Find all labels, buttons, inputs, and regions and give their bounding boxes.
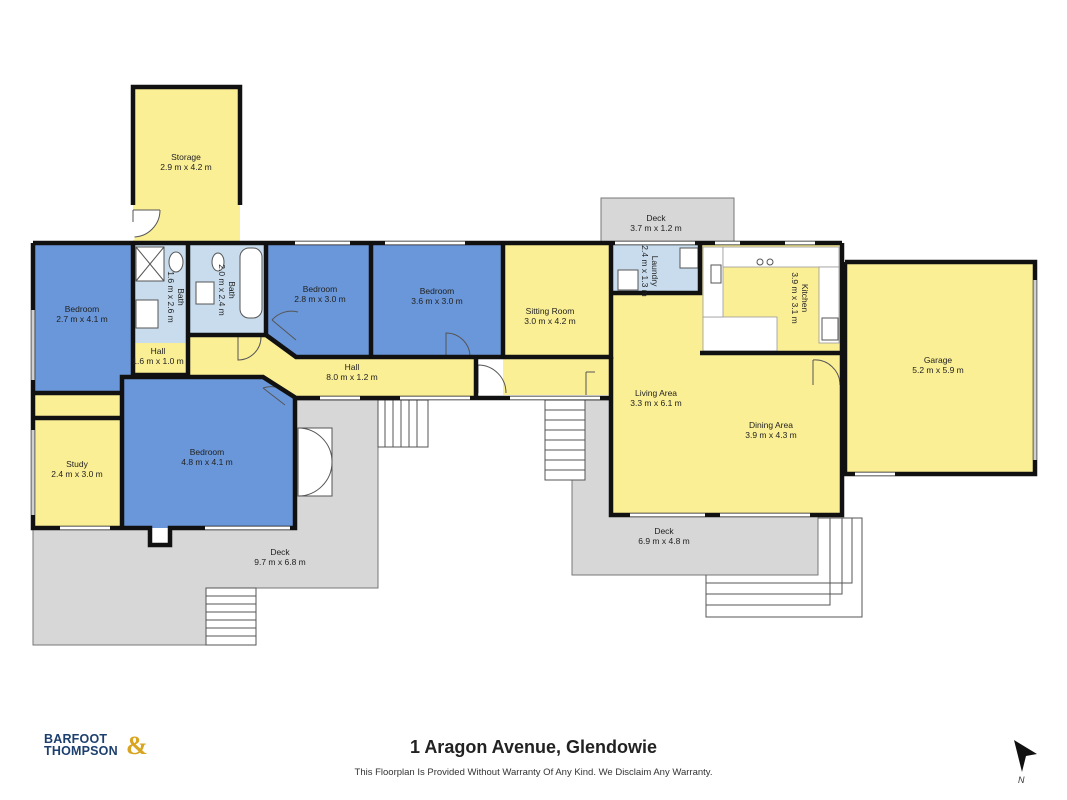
study-fill bbox=[33, 393, 121, 528]
deck-left-dims: 9.7 m x 6.8 m bbox=[254, 557, 306, 567]
bedroom-2-fill bbox=[268, 243, 371, 355]
bath-1-dims: 1.6 m x 2.6 m bbox=[166, 271, 176, 323]
bedroom-3-fill bbox=[373, 243, 503, 355]
bath-1-name: Bath bbox=[176, 288, 186, 306]
hall-small-fill bbox=[133, 343, 190, 375]
deck-mid-stairs bbox=[377, 399, 429, 448]
bedroom-3-dims: 3.6 m x 3.0 m bbox=[411, 296, 463, 306]
bedroom-2-name: Bedroom bbox=[303, 284, 338, 294]
bedroom-1-fill bbox=[33, 243, 131, 393]
bedroom-2-dims: 2.8 m x 3.0 m bbox=[294, 294, 346, 304]
dining-area-dims: 3.9 m x 4.3 m bbox=[745, 430, 797, 440]
study-name: Study bbox=[66, 459, 88, 469]
living-area-name: Living Area bbox=[635, 388, 677, 398]
sitting-room-dims: 3.0 m x 4.2 m bbox=[524, 316, 576, 326]
living-dining-fill bbox=[613, 243, 842, 515]
kitchen-name: Kitchen bbox=[800, 284, 810, 313]
deck-left-name: Deck bbox=[270, 547, 290, 557]
bedroom-4-fill bbox=[123, 377, 295, 528]
bath-2-dims: 2.0 m x 2.4 m bbox=[217, 264, 227, 316]
garage-dims: 5.2 m x 5.9 m bbox=[912, 365, 964, 375]
north-arrow-icon: N bbox=[1014, 740, 1037, 785]
room-labels: Storage 2.9 m x 4.2 m Deck 3.7 m x 1.2 m… bbox=[51, 152, 964, 567]
brand-logo: BARFOOT THOMPSON & bbox=[44, 731, 164, 763]
dining-area-name: Dining Area bbox=[749, 420, 793, 430]
deck-top-area bbox=[600, 197, 735, 243]
deck-top-name: Deck bbox=[646, 213, 666, 223]
logo-ampersand: & bbox=[126, 731, 148, 760]
bath-2-name: Bath bbox=[227, 281, 237, 299]
logo-line-1: BARFOOT bbox=[44, 732, 108, 746]
bedroom-1-dims: 2.7 m x 4.1 m bbox=[56, 314, 108, 324]
door-swings bbox=[132, 209, 841, 406]
laundry-name: Laundry bbox=[650, 256, 660, 287]
deck-right-stairs bbox=[544, 399, 586, 481]
deck-top-dims: 3.7 m x 1.2 m bbox=[630, 223, 682, 233]
hall-main-dims: 8.0 m x 1.2 m bbox=[326, 372, 378, 382]
hall-main-fill bbox=[190, 335, 476, 397]
disclaimer-text: This Floorplan Is Provided Without Warra… bbox=[354, 767, 713, 778]
hall-small-dims: 1.6 m x 1.0 m bbox=[132, 356, 184, 366]
storage-name: Storage bbox=[171, 152, 201, 162]
bedroom-4-dims: 4.8 m x 4.1 m bbox=[181, 457, 233, 467]
hall-main-name: Hall bbox=[345, 362, 360, 372]
deck-right-dims: 6.9 m x 4.8 m bbox=[638, 536, 690, 546]
deck-right-name: Deck bbox=[654, 526, 674, 536]
bedroom-3-name: Bedroom bbox=[420, 286, 455, 296]
north-label: N bbox=[1018, 775, 1025, 785]
deck-bottom-stairs bbox=[705, 517, 863, 618]
bedroom-1-name: Bedroom bbox=[65, 304, 100, 314]
garage-name: Garage bbox=[924, 355, 953, 365]
bath-fixtures bbox=[135, 246, 839, 341]
kitchen-bench bbox=[702, 316, 778, 352]
logo-line-2: THOMPSON bbox=[44, 744, 118, 758]
sitting-room-name: Sitting Room bbox=[526, 306, 575, 316]
sitting-room-fill bbox=[503, 243, 611, 395]
deck-left-stairs bbox=[205, 587, 257, 646]
living-area-dims: 3.3 m x 6.1 m bbox=[630, 398, 682, 408]
kitchen-dims: 3.9 m x 3.1 m bbox=[790, 272, 800, 324]
windows bbox=[31, 222, 1037, 530]
kitchen-counter-top bbox=[722, 246, 840, 268]
bedroom-4-name: Bedroom bbox=[190, 447, 225, 457]
storage-dims: 2.9 m x 4.2 m bbox=[160, 162, 212, 172]
laundry-dims: 2.4 m x 1.3 m bbox=[640, 245, 650, 297]
garage-fill bbox=[845, 262, 1035, 474]
bedroom-4-closet bbox=[297, 427, 333, 497]
property-address-title: 1 Aragon Avenue, Glendowie bbox=[409, 737, 658, 757]
hall-small-name: Hall bbox=[151, 346, 166, 356]
study-dims: 2.4 m x 3.0 m bbox=[51, 469, 103, 479]
